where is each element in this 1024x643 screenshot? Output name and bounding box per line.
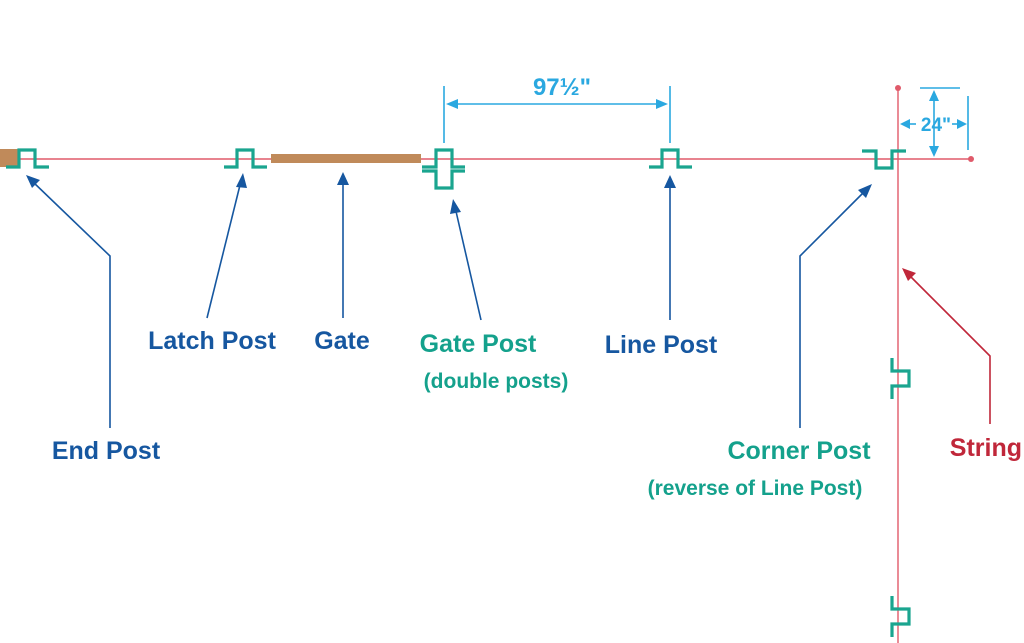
end-post-leader: [31, 180, 111, 428]
dim24-arrowhead-left: [900, 119, 910, 129]
gate-board: [271, 154, 421, 163]
dim-arrowhead-right: [656, 99, 668, 109]
line-post-label: Line Post: [605, 331, 718, 359]
string-top-dot: [895, 85, 901, 91]
gate-leader-arrowhead: [337, 172, 349, 185]
string-leader-arrowhead: [902, 268, 916, 281]
gate-post-leader-arrowhead: [450, 199, 461, 214]
end-post-leader-arrowhead: [26, 175, 40, 188]
latch-post-leader: [206, 180, 242, 319]
gate-post-leader: [454, 206, 482, 321]
string-label: String: [950, 434, 1022, 462]
latch-post-leader-arrowhead: [236, 173, 247, 188]
line-post-leader-arrowhead: [664, 175, 676, 188]
wood-edge: [0, 149, 18, 167]
end-post-label: End Post: [52, 437, 161, 465]
gate-label: Gate: [314, 327, 370, 355]
corner-post-label: Corner Post: [727, 437, 871, 465]
line-post-shape: [649, 148, 692, 169]
gate-post-top-shape: [422, 148, 465, 169]
corner-post-shape: [862, 149, 906, 170]
end-post-shape: [6, 148, 49, 169]
corner-post-leader: [799, 189, 867, 428]
dim24-arrowhead-right: [957, 119, 967, 129]
corner-post-note: (reverse of Line Post): [648, 477, 863, 500]
gate-post-label: Gate Post: [420, 330, 537, 358]
side-post-1-shape: [890, 358, 911, 399]
gate-post-bottom-shape: [422, 169, 465, 190]
corner-post-leader-arrowhead: [858, 184, 872, 198]
dim24-arrowhead-down: [929, 146, 939, 157]
post-spacing-dimension-text: 97½": [533, 74, 591, 101]
string-end-dot: [968, 156, 974, 162]
gate-post-note: (double posts): [424, 370, 569, 393]
side-post-2-shape: [890, 596, 911, 637]
latch-post-shape: [224, 148, 267, 169]
string-leader: [907, 273, 991, 424]
dim-arrowhead-left: [446, 99, 458, 109]
dim24-arrowhead-up: [929, 90, 939, 101]
corner-offset-dimension-text: 24": [921, 115, 951, 136]
latch-post-label: Latch Post: [148, 327, 276, 355]
